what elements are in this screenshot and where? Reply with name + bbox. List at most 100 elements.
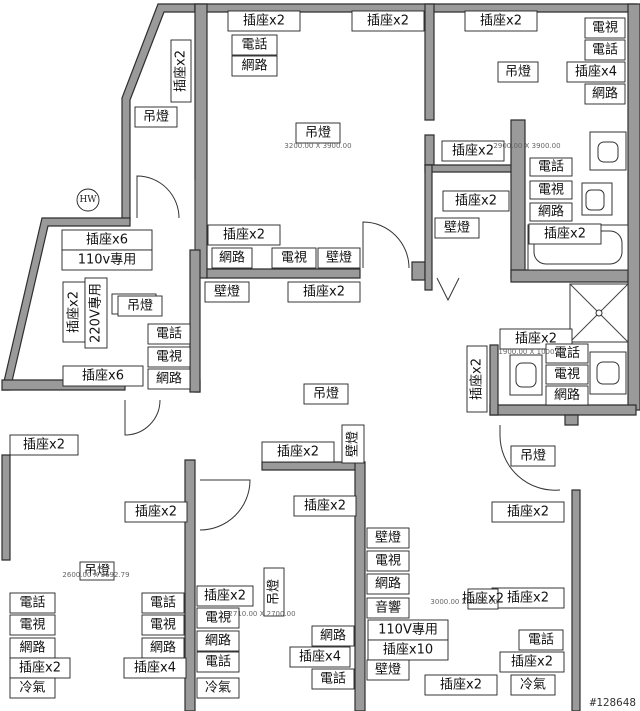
outlet-label: 網路 [366,573,410,595]
label-box [441,140,505,162]
label-box [366,573,410,595]
outlet-label: 電視 [366,550,410,572]
walls [1,3,640,711]
outlet-label: 電話 [529,157,573,177]
outlet-label: 吊燈 [510,445,556,467]
label-text: 冷氣 [205,681,231,696]
label-box [545,364,589,385]
label-box [566,61,626,83]
room-dimension: 1900.00 X 1000.00 [498,348,565,356]
label-box [211,247,253,269]
label-box [263,567,285,617]
wall [489,404,637,416]
label-text: 壁燈 [444,221,470,236]
outlet-label: 吊燈 [79,561,115,581]
wall [411,261,426,281]
outlet-label: 網路 [141,637,185,659]
label-text: 插座x2 [304,499,346,514]
wall [1,454,11,561]
label-text: 網路 [19,640,45,656]
label-box [311,668,355,690]
label-text: 吊燈 [143,110,169,125]
label-box [491,501,565,523]
label-box [84,277,108,349]
outlet-label: 110v專用 [61,249,153,271]
outlet-label: 插座x2 [491,587,565,609]
label-box [499,651,565,673]
label-text: 壁燈 [214,285,240,300]
wall [194,3,208,279]
room-dimension: 3200.00 X 3900.00 [284,142,351,150]
label-text: 插座x4 [134,661,176,676]
label-text: 插座x2 [23,438,65,453]
label-box [204,281,250,303]
outlet-label: 電話 [545,343,589,364]
label-box [9,592,56,614]
label-text: 電視 [538,183,564,198]
label-text: 吊燈 [313,387,339,402]
label-text: 網路 [241,58,267,74]
outlet-label: 插座x2 [287,281,361,303]
outlet-label: 220V專用 [84,277,108,349]
outlet-label: 電視 [9,614,56,636]
label-box [9,434,79,456]
label-box [442,190,510,212]
label-box [545,343,589,364]
outlet-label: 插座x2 [351,10,425,32]
label-text: 網路 [205,633,231,649]
label-text: 電話 [241,37,267,53]
label-text: 插座x4 [299,650,341,665]
label-box [529,157,573,177]
shower-drain [595,309,603,317]
wall [424,164,433,291]
room-dimension: 2710.00 X 2700.00 [228,610,295,618]
label-box [289,646,351,668]
door [199,479,251,531]
label-box [466,345,488,413]
label-text: 插座x2 [470,358,485,400]
outlet-label: 吊燈 [295,122,341,144]
wall [424,164,519,173]
label-box [424,674,498,696]
label-box [141,592,185,614]
label-text: 插座x4 [575,65,617,80]
label-text: 電話 [19,595,45,611]
label-box [366,550,410,572]
wall [571,489,581,711]
label-text: 插座x2 [174,50,189,92]
outlet-label: 網路 [147,368,191,390]
room-dimension: 2600.00 X 3692.79 [62,571,129,579]
outlet-label: 插座x2 [491,501,565,523]
label-box [584,17,626,39]
label-box [196,630,240,652]
outlet-label: 電話 [196,651,240,673]
label-text: 插座x2 [480,14,522,29]
outlet-label: 網路 [211,247,253,269]
room-dimension: 3000.00 X 3000.00 [430,598,497,606]
label-text: 電話 [156,326,182,342]
label-box [147,346,191,368]
outlet-label: 壁燈 [366,527,410,549]
label-box [311,625,355,647]
label-text: 插座x2 [223,228,265,243]
outlet-label: 插座x2 [528,223,602,245]
label-text: 110v專用 [78,253,137,268]
label-text: 插座x2 [462,592,504,607]
outlet-label: 插座x2 [466,345,488,413]
outlet-label: 網路 [231,55,278,77]
outlet-label: 網路 [311,625,355,647]
label-text: 電話 [538,159,564,175]
outlet-label: 電話 [311,668,355,690]
outlet-label: 插座x4 [566,61,626,83]
label-text: 電話 [320,671,346,687]
label-text: 吊燈 [505,65,531,80]
label-box [123,657,187,679]
label-box [61,249,153,271]
label-text: 插座x2 [303,285,345,300]
outlet-label: 電話 [231,34,278,56]
outlet-label: 插座x10 [367,639,449,661]
label-box [231,55,278,77]
label-box [207,224,281,246]
label-text: 插座x2 [243,14,285,29]
label-box [528,223,602,245]
